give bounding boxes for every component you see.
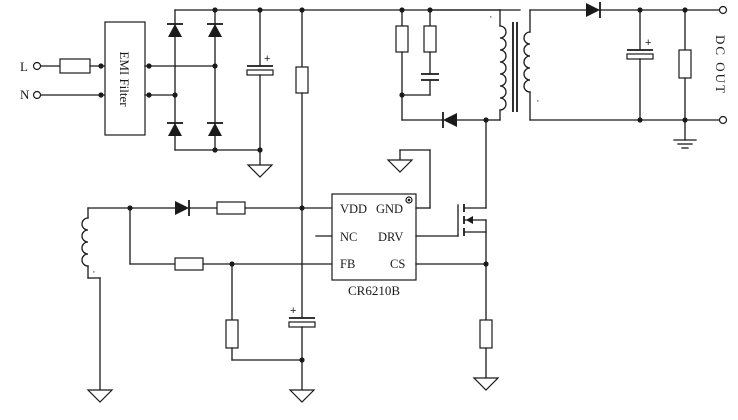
- startup-resistor: [295, 66, 309, 94]
- bridge-diode-2: [208, 24, 222, 37]
- controller-ic: VDD GND NC DRV FB CS CR6210B: [331, 193, 417, 298]
- startup-path: +: [288, 7, 333, 403]
- svg-text:·: ·: [536, 95, 540, 107]
- secondary-winding: [523, 31, 531, 93]
- pin-nc: NC: [340, 230, 357, 244]
- chip-part-number: CR6210B: [348, 283, 400, 298]
- neutral-input-label: N: [20, 87, 30, 102]
- pin-fb: FB: [340, 257, 355, 271]
- ic-ground: [386, 149, 431, 209]
- snubber-resistor-2: [423, 25, 437, 53]
- dc-out-positive-terminal: [718, 5, 728, 15]
- fuse-resistor: [59, 58, 91, 74]
- snubber-diode: [443, 113, 457, 127]
- bulk-capacitor: +: [246, 7, 274, 178]
- emi-filter-block: EMI Filter: [104, 21, 216, 136]
- neutral-terminal: [32, 90, 42, 100]
- bridge-diode-4: [208, 123, 222, 136]
- aux-winding-network: ·: [81, 200, 333, 403]
- ground-aux: [86, 389, 114, 403]
- bulk-cap-polarity: +: [264, 53, 270, 65]
- line-input-label: L: [20, 59, 28, 74]
- ground-ic: [386, 159, 414, 173]
- output-stage: + DC OUT: [529, 2, 728, 149]
- ground-primary-1: [246, 164, 274, 178]
- svg-text:·: ·: [489, 11, 493, 23]
- emi-filter-label: EMI Filter: [117, 51, 132, 107]
- pin-vdd: VDD: [340, 202, 367, 216]
- ac-input: L N: [20, 58, 106, 102]
- ic-body: [331, 193, 417, 281]
- primary-winding: [499, 25, 507, 111]
- dc-out-label: DC OUT: [713, 35, 728, 95]
- aux-diode: [175, 201, 189, 215]
- aux-resistor: [216, 201, 246, 215]
- mosfet-arrow: [466, 216, 473, 224]
- transformer: · ·: [429, 9, 540, 121]
- svg-text:·: ·: [92, 266, 96, 278]
- ground-sense: [472, 377, 500, 391]
- aux-winding: [81, 217, 89, 267]
- output-cap-polarity: +: [645, 37, 651, 49]
- pin-cs: CS: [390, 257, 405, 271]
- sense-resistor: [479, 319, 493, 349]
- bridge-rectifier: [167, 7, 521, 153]
- snubber-resistor-1: [395, 25, 409, 53]
- fb-lower-resistor: [225, 319, 239, 349]
- output-capacitor: [626, 53, 654, 60]
- vdd-cap-polarity: +: [290, 305, 296, 317]
- pin-drv: DRV: [378, 230, 403, 244]
- pin-gnd: GND: [376, 202, 403, 216]
- vdd-capacitor: [288, 321, 316, 328]
- power-switch: [415, 119, 500, 391]
- rcd-snubber: [395, 7, 489, 128]
- dc-out-negative-terminal: [718, 115, 728, 125]
- ground-primary-2: [288, 389, 316, 403]
- line-terminal: [32, 61, 42, 71]
- bridge-diode-3: [168, 123, 182, 136]
- output-diode: [586, 3, 600, 17]
- bridge-diode-1: [168, 24, 182, 37]
- fb-upper-resistor: [174, 257, 204, 271]
- output-load-resistor: [678, 49, 692, 79]
